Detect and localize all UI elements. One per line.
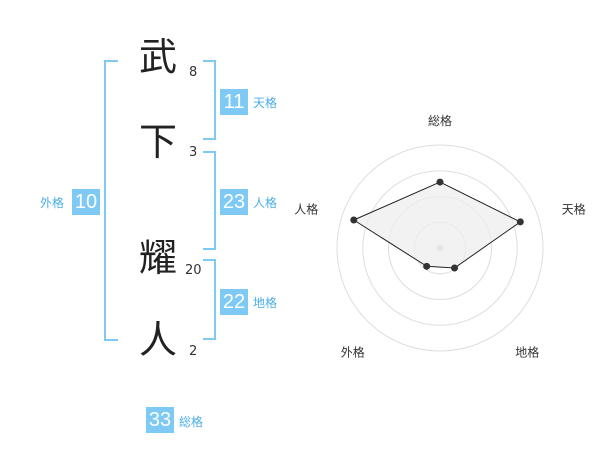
- radar-point-4: [423, 262, 431, 270]
- name-char-4: 人: [138, 318, 177, 362]
- radar-data-polygon: [352, 181, 522, 269]
- name-char-3: 耀: [138, 236, 177, 280]
- radar-axis-label-2: 天格: [562, 201, 586, 216]
- gaikaku-score-box: 10: [72, 189, 100, 215]
- radar-ring-3: [362, 170, 518, 326]
- gaikaku-label: 外格: [40, 196, 65, 210]
- radar-axis-label-4: 外格: [341, 345, 365, 360]
- radar-point-2: [516, 218, 524, 226]
- tenkaku-label: 天格: [253, 96, 278, 110]
- radar-point-5: [350, 216, 358, 224]
- jinkaku-bracket: [203, 151, 216, 250]
- soukaku-score-box: 33: [146, 407, 174, 433]
- chikaku-bracket: [203, 259, 216, 340]
- name-char-2: 下: [138, 120, 177, 164]
- radar-axis-label-1: 総格: [428, 113, 452, 128]
- gaikaku-bracket: [104, 60, 118, 341]
- stroke-count-2: 3: [189, 145, 198, 160]
- radar-axis-label-5: 人格: [294, 201, 318, 216]
- chikaku-score-box: 22: [220, 289, 248, 315]
- name-char-1: 武: [138, 35, 177, 79]
- radar-point-1: [436, 178, 444, 186]
- radar-point-3: [451, 264, 459, 272]
- radar-ring-4: [336, 144, 544, 352]
- stroke-count-3: 20: [185, 263, 202, 278]
- stroke-count-4: 2: [189, 344, 198, 359]
- jinkaku-label: 人格: [253, 196, 278, 210]
- tenkaku-bracket: [203, 60, 216, 140]
- soukaku-label: 総格: [179, 415, 204, 429]
- radar-axis-label-3: 地格: [515, 345, 539, 360]
- chikaku-label: 地格: [253, 296, 278, 310]
- jinkaku-score-box: 23: [220, 189, 248, 215]
- stroke-count-1: 8: [189, 65, 198, 80]
- tenkaku-score-box: 11: [220, 89, 248, 115]
